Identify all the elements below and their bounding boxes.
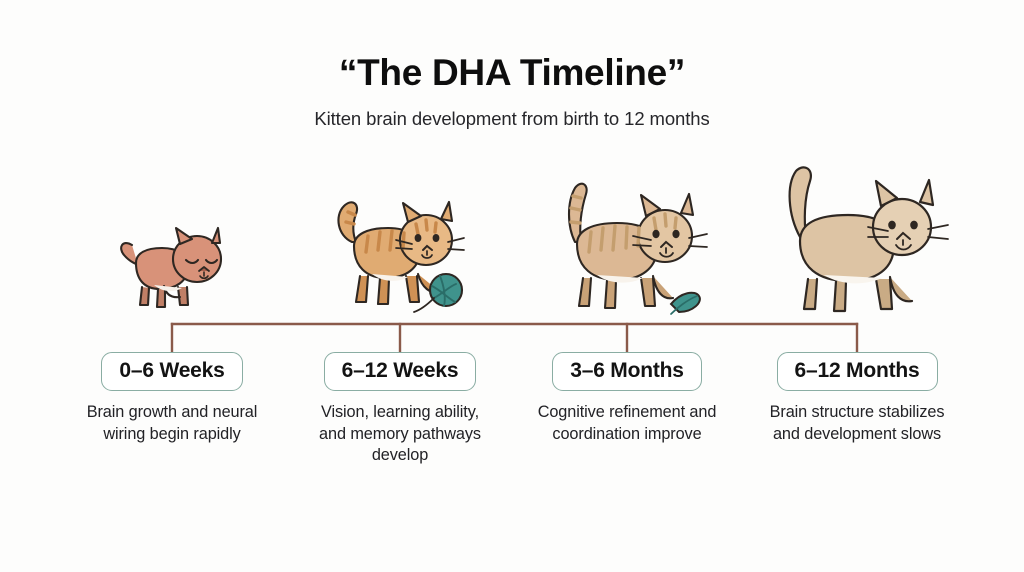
timeline-stage-3[interactable]: 3–6 Months Cognitive refinement and coor… [528,352,726,445]
page-subtitle: Kitten brain development from birth to 1… [314,108,710,130]
illustration-row [0,160,1024,325]
stage-description-3: Cognitive refinement and coordination im… [537,403,717,443]
stage-label-2[interactable]: 6–12 Weeks [323,352,477,392]
illustration-stage-3 [540,160,718,325]
illustration-stage-2 [318,160,482,325]
illustration-stage-4 [762,160,952,325]
adult-cat-icon [788,166,949,313]
illustration-stage-1 [92,160,252,325]
tan-tabby-with-feather-icon [567,182,708,315]
page-title: “The DHA Timeline” [338,52,686,93]
newborn-kitten-icon [120,226,223,309]
timeline-stages: 0–6 Weeks Brain growth and neural wiring… [0,352,1024,492]
feather-toy-icon [669,291,701,315]
tabby-kitten-with-yarn-icon [337,200,465,313]
stage-description-2: Vision, learning ability, and memory pat… [319,403,481,465]
stage-label-3[interactable]: 3–6 Months [552,352,702,392]
timeline-stage-2[interactable]: 6–12 Weeks Vision, learning ability, and… [306,352,494,467]
stage-description-1: Brain growth and neural wiring begin rap… [86,403,258,443]
stage-description-4: Brain structure stabilizes and developme… [769,403,945,443]
timeline-stage-4[interactable]: 6–12 Months Brain structure stabilizes a… [758,352,956,445]
stage-label-4[interactable]: 6–12 Months [776,352,938,392]
stage-label-1[interactable]: 0–6 Weeks [101,352,243,392]
header: “The DHA Timeline” Kitten brain developm… [0,0,1024,130]
timeline-stage-1[interactable]: 0–6 Weeks Brain growth and neural wiring… [78,352,266,445]
